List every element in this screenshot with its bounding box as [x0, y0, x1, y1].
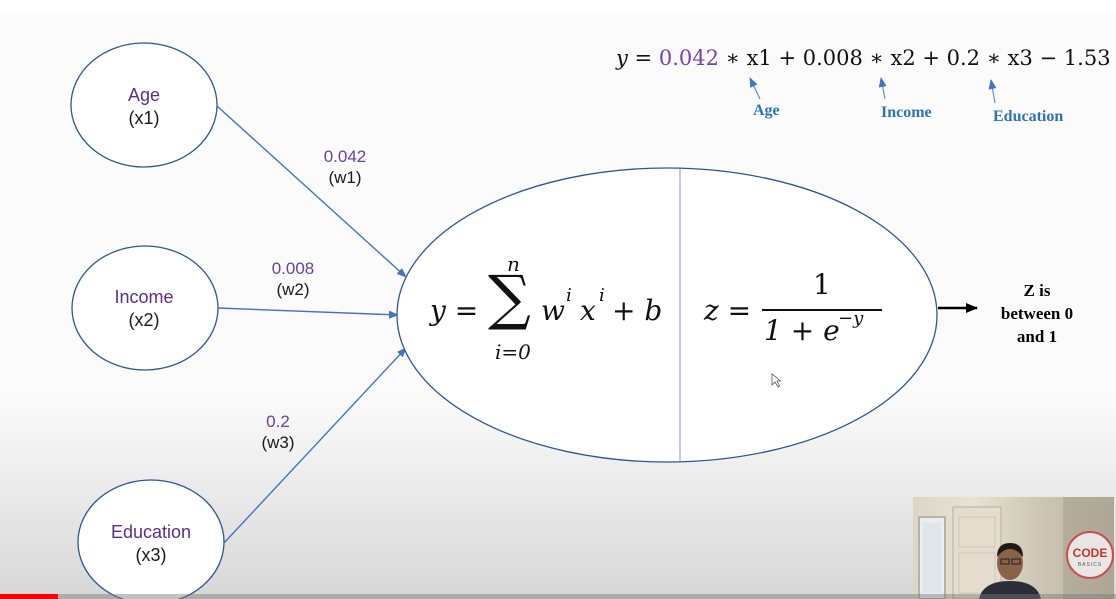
- input-var: (x2): [128, 309, 160, 330]
- annotation-arrow-education: [988, 79, 997, 104]
- output-line: between 0: [1000, 303, 1074, 323]
- weight-value: 0.008: [271, 259, 315, 278]
- sum-upper-limit: n: [507, 252, 520, 276]
- sum-weight: w: [541, 294, 565, 327]
- sigmoid-numerator: 1: [813, 268, 831, 301]
- input-label-age: Age (x1): [84, 84, 204, 129]
- weight-label-w2: 0.008 (w2): [253, 258, 333, 301]
- presenter-hair: [997, 543, 1023, 557]
- input-name: Income: [114, 287, 174, 307]
- annotation-age: Age: [753, 102, 780, 119]
- sum-lhs: y =: [430, 294, 479, 327]
- weight-var: (w2): [276, 280, 310, 300]
- input-node-age: [70, 42, 218, 168]
- top-border: [0, 0, 1116, 14]
- output-line: and 1: [1016, 326, 1058, 346]
- door-panel: [958, 516, 996, 548]
- codebasics-logo: [1066, 531, 1114, 579]
- equation-coef-age: 0.042: [658, 46, 719, 70]
- annotation-arrow-age: [749, 77, 761, 100]
- weight-var: (w1): [328, 168, 362, 188]
- door-panel: [958, 552, 996, 594]
- input-var: (x3): [135, 544, 167, 565]
- sum-input-index: i: [599, 285, 605, 306]
- annotation-arrow-income: [878, 77, 887, 100]
- output-label: Z is between 0 and 1: [985, 280, 1089, 349]
- weight-label-w1: 0.042 (w1): [305, 146, 385, 189]
- presenter-head: [997, 546, 1023, 580]
- sigmoid-exponent: −y: [838, 308, 864, 329]
- presenter-glasses: [1000, 558, 1010, 565]
- video-progress-track[interactable]: [0, 594, 1116, 599]
- edge-age: [216, 105, 407, 278]
- input-name: Education: [110, 522, 192, 542]
- annotation-education: Education: [993, 108, 1064, 125]
- weight-value: 0.2: [266, 412, 290, 431]
- input-name: Age: [127, 85, 161, 105]
- equation-lhs: y =: [616, 46, 653, 70]
- sigmoid-denominator: 1 + e: [764, 314, 840, 347]
- sum-bias: + b: [612, 294, 663, 327]
- presenter-shoulders: [979, 581, 1041, 599]
- weight-value: 0.042: [323, 147, 367, 166]
- edge-education: [223, 347, 407, 544]
- logo-text-basics: BASICS: [1078, 562, 1102, 568]
- annotation-income: Income: [881, 104, 932, 121]
- logo-text-code: CODE: [1073, 546, 1108, 560]
- input-var: (x1): [128, 107, 160, 128]
- sum-input: x: [580, 294, 596, 327]
- fraction-bar: [762, 309, 882, 311]
- output-line: Z is: [1023, 281, 1051, 300]
- presenter-webcam: CODE BASICS: [913, 497, 1114, 599]
- sigma-symbol: ∑: [488, 263, 531, 333]
- neuron-node: [396, 167, 938, 463]
- input-label-income: Income (x2): [84, 286, 204, 331]
- sigmoid-lhs: z =: [704, 294, 752, 327]
- sum-weight-index: i: [566, 285, 572, 306]
- video-progress-fill[interactable]: [0, 594, 58, 599]
- equation-rest: ∗ x1 + 0.008 ∗ x2 + 0.2 ∗ x3 − 1.53: [725, 46, 1111, 70]
- presenter-glasses: [1011, 558, 1021, 565]
- weight-var: (w3): [261, 433, 295, 453]
- sum-lower-limit: i=0: [495, 340, 531, 364]
- cursor-icon: [771, 373, 782, 388]
- weight-label-w3: 0.2 (w3): [238, 411, 318, 454]
- edge-income: [217, 307, 399, 319]
- logistic-equation: y = 0.042 ∗ x1 + 0.008 ∗ x2 + 0.2 ∗ x3 −…: [616, 46, 1111, 70]
- window-pane: [923, 523, 941, 593]
- webcam-scene: CODE BASICS: [918, 497, 1114, 599]
- input-label-education: Education (x3): [86, 521, 216, 566]
